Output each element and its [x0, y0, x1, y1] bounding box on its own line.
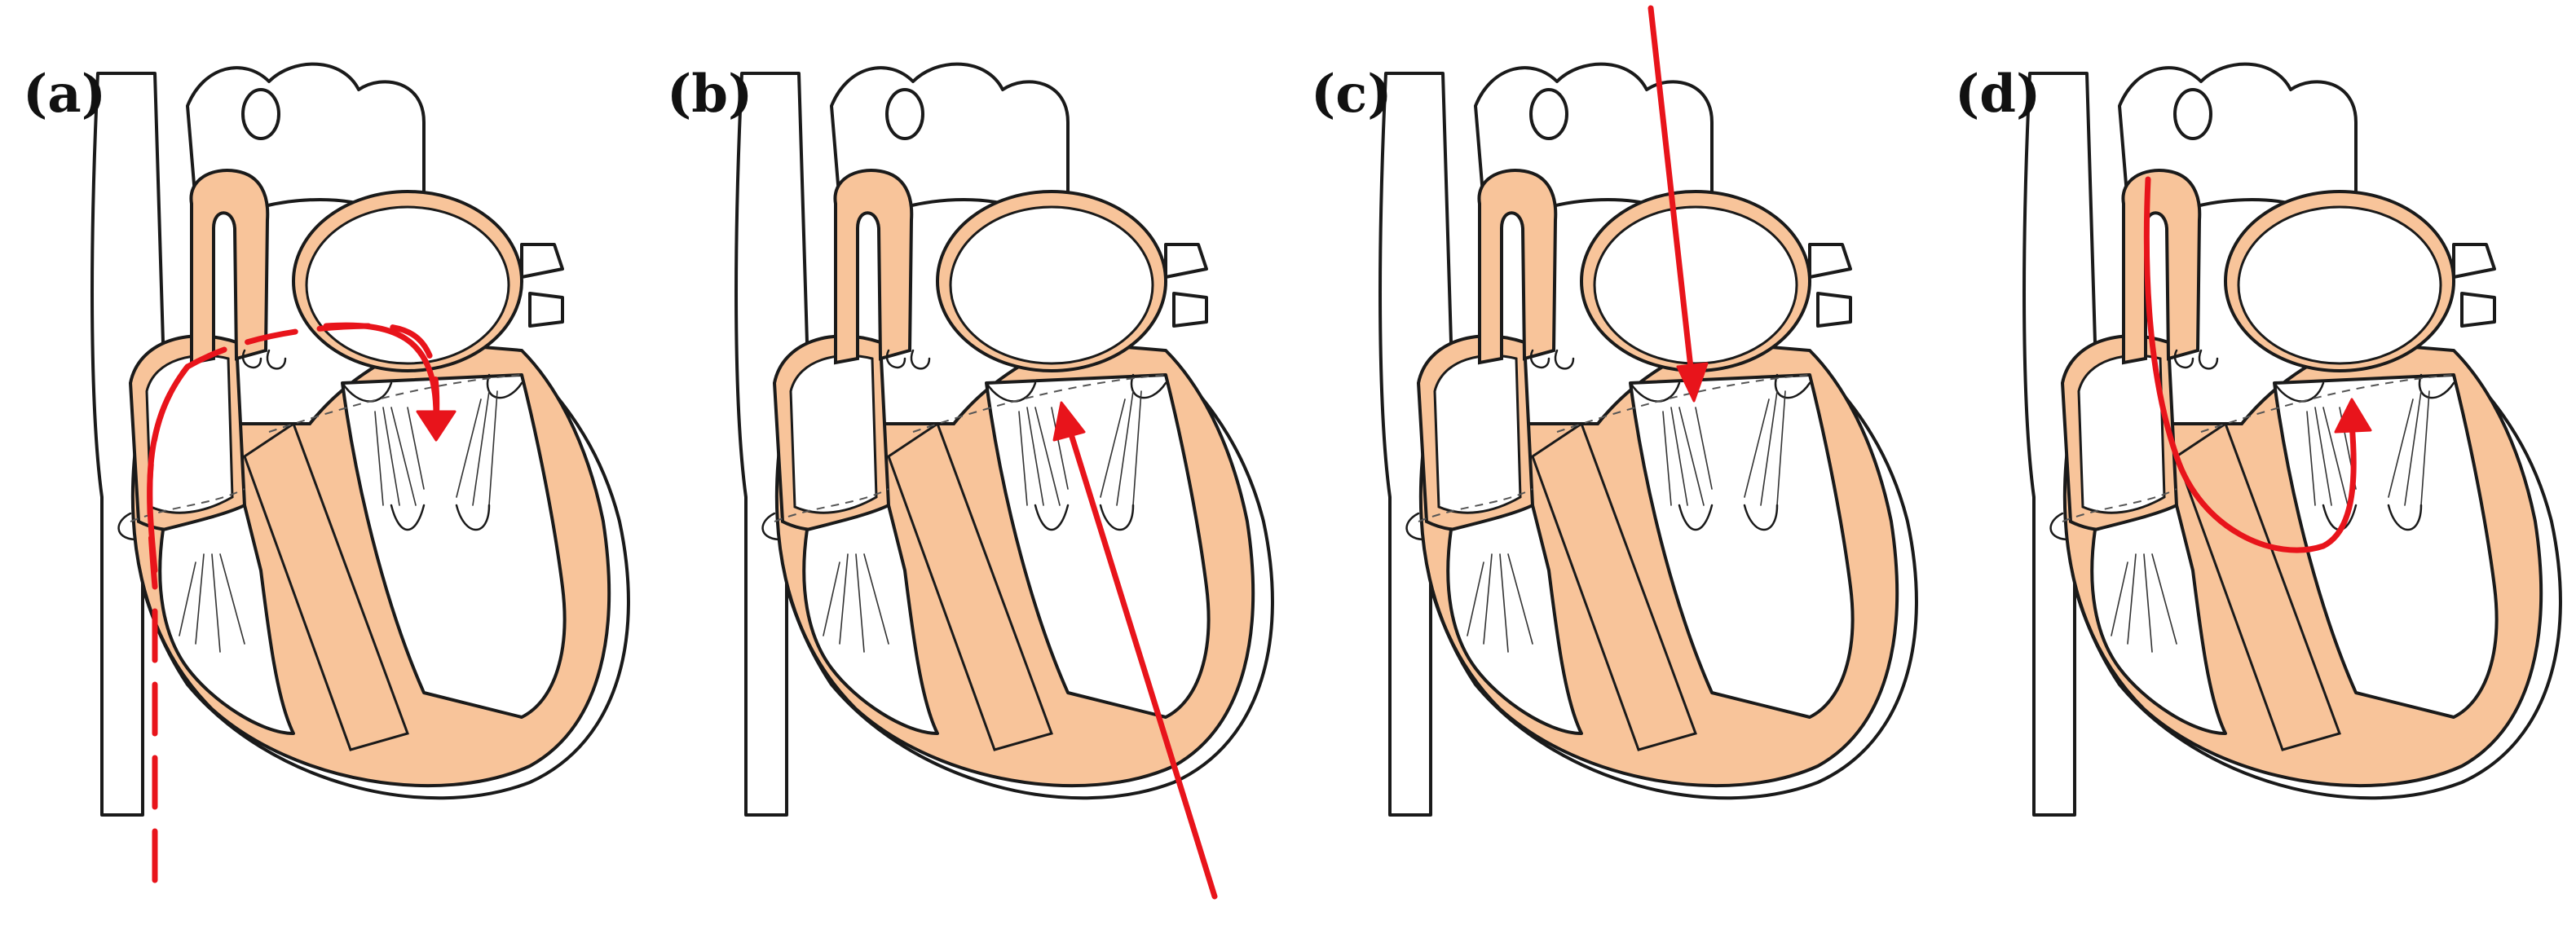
heart-diagram-c — [1378, 5, 1918, 817]
catheter-path-d — [2143, 176, 2357, 553]
catheter-path-a-solid — [147, 322, 439, 574]
heart-diagram-b — [734, 62, 1274, 900]
panel-label-b: (b) — [667, 64, 753, 125]
heart-diagram-a — [90, 62, 630, 883]
heart-diagram-d — [2022, 62, 2562, 817]
panel-d: (d) — [1932, 0, 2576, 938]
arrowhead-d — [2334, 398, 2372, 434]
panel-label-d: (d) — [1955, 64, 2041, 125]
catheter-path-c — [1647, 5, 1695, 378]
arrowhead-c — [1676, 362, 1709, 403]
panel-label-c: (c) — [1311, 64, 1392, 125]
arrowhead-a — [416, 410, 457, 442]
arrowhead-b — [1052, 401, 1086, 442]
panel-a: (a) — [0, 0, 644, 938]
catheter-path-b — [1065, 421, 1218, 900]
panel-c: (c) — [1288, 0, 1932, 938]
panel-label-a: (a) — [23, 64, 107, 125]
panel-b: (b) — [644, 0, 1288, 938]
